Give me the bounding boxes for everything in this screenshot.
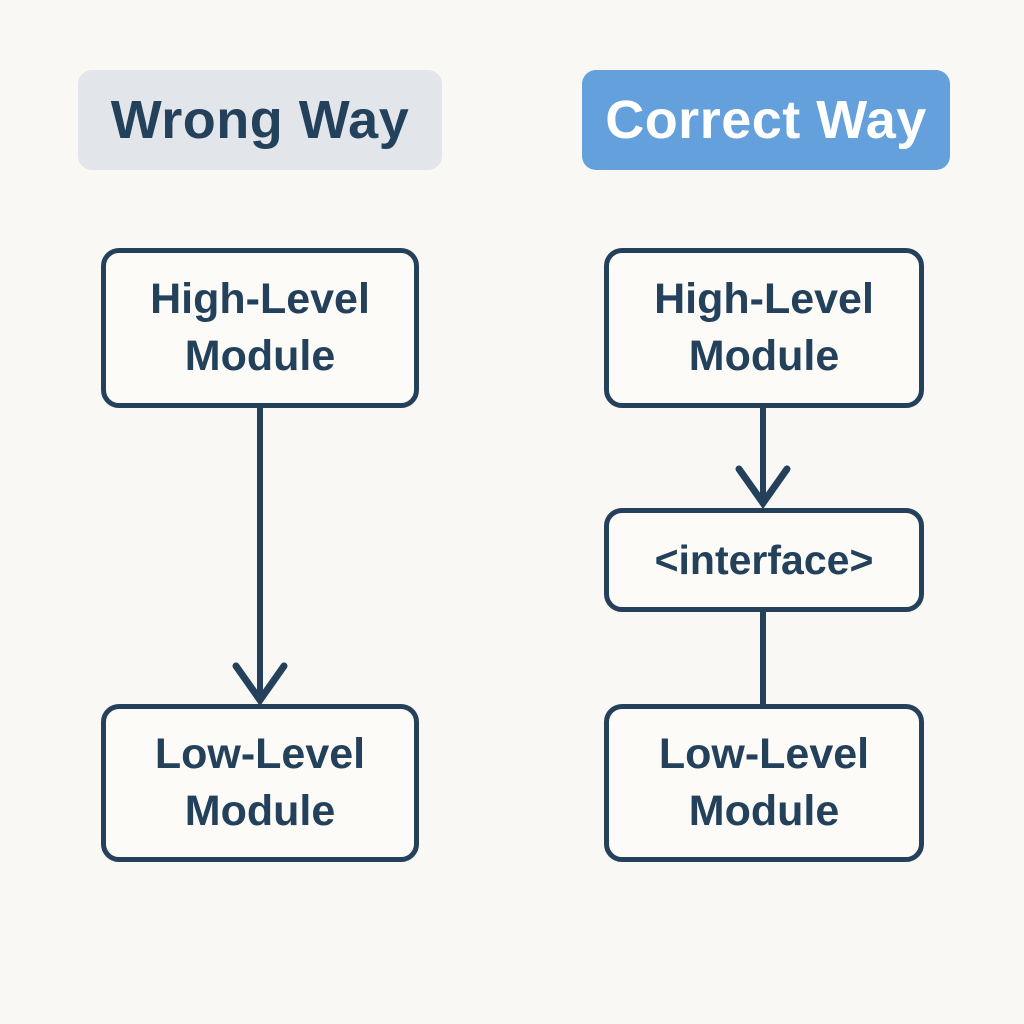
wrong-high-level-module-node: High-Level Module xyxy=(101,248,419,408)
correct-dependency-arrowhead xyxy=(735,465,791,510)
wrong-dependency-arrowhead xyxy=(232,662,288,707)
correct-low-level-module-node: Low-Level Module xyxy=(604,704,924,862)
wrong-way-header: Wrong Way xyxy=(78,70,442,170)
correct-interface-node: <interface> xyxy=(604,508,924,612)
wrong-low-level-module-node: Low-Level Module xyxy=(101,704,419,862)
correct-way-header: Correct Way xyxy=(582,70,950,170)
correct-high-level-module-node: High-Level Module xyxy=(604,248,924,408)
